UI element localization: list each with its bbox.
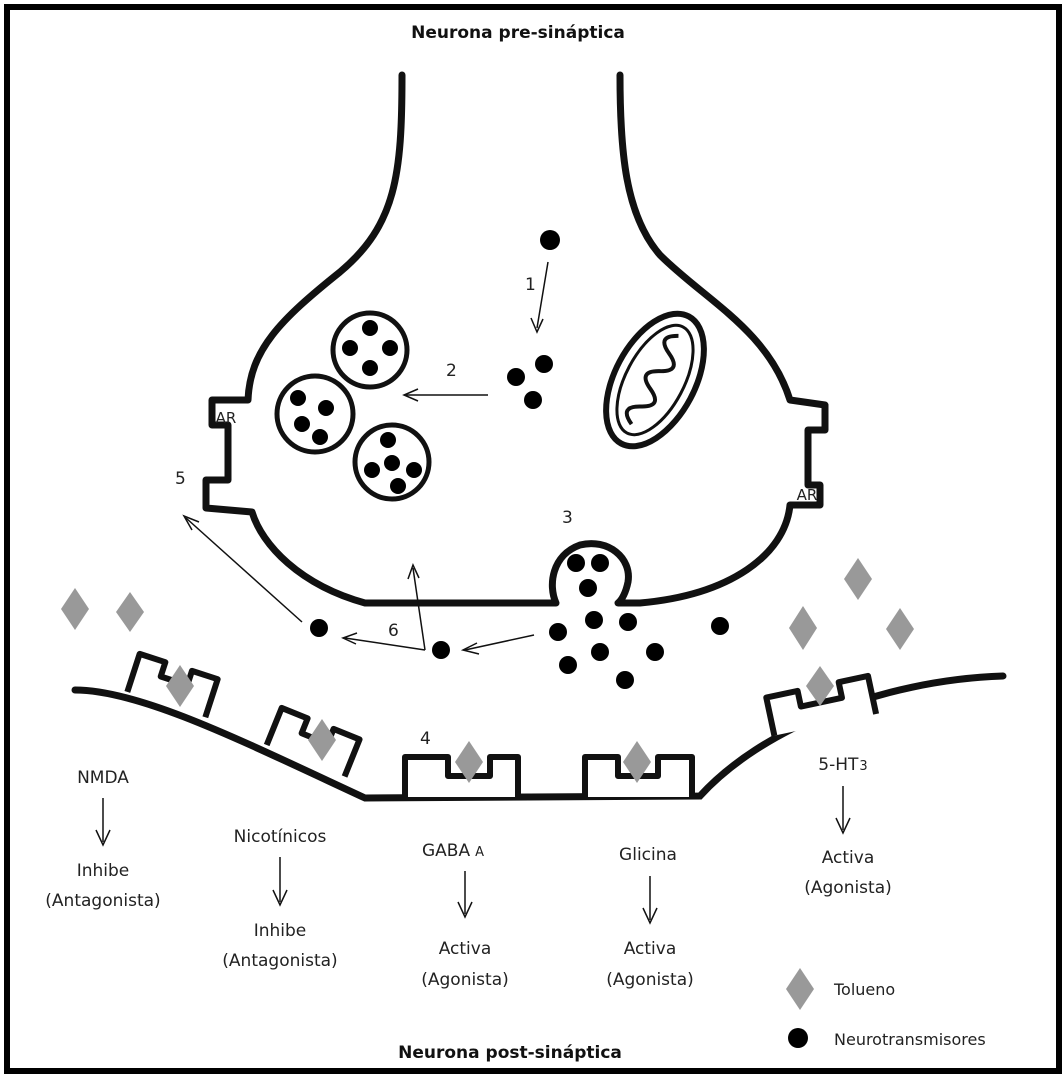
neurotransmitter-dot (591, 554, 609, 572)
vesicle (333, 313, 407, 387)
receptor-type: (Antagonista) (222, 951, 337, 971)
legend-toluene-label: Tolueno (833, 980, 895, 999)
svg-text:5-HT3: 5-HT3 (818, 755, 867, 775)
receptor-type: (Agonista) (606, 970, 694, 990)
released-neurotransmitters (310, 611, 729, 689)
receptor-effect-5ht3: 5-HT3 Activa (Agonista) (804, 755, 892, 898)
step-4-label: 4 (420, 729, 431, 749)
neurotransmitter-legend-icon (788, 1028, 808, 1048)
reuptake-arrow (465, 635, 534, 650)
presynaptic-terminal (206, 75, 825, 603)
receptor-effect: Inhibe (77, 861, 130, 881)
receptor-name: Glicina (619, 845, 677, 865)
mitochondrion (586, 298, 724, 463)
step-3-label: 3 (562, 508, 573, 528)
receptor-subscript: A (475, 845, 484, 860)
receptor-effect-nicotinic: Nicotínicos Inhibe (Antagonista) (222, 827, 337, 971)
legend-neurotransmitter-label: Neurotransmisores (834, 1030, 986, 1049)
vesicle (355, 425, 429, 499)
postsynaptic-title: Neurona post-sináptica (398, 1043, 622, 1063)
toluene-legend-icon (786, 968, 814, 1010)
step-1-label: 1 (525, 275, 536, 295)
receptor-effect: Activa (822, 848, 875, 868)
receptor-subscript: 3 (859, 759, 867, 774)
receptor-type: (Antagonista) (45, 891, 160, 911)
legend: Tolueno Neurotransmisores (786, 968, 986, 1049)
synthesis-arrow (537, 262, 548, 328)
neurotransmitter-dot (535, 355, 553, 373)
receptor-effect-gaba: GABA A Activa (Agonista) (421, 841, 509, 990)
receptor-effect: Inhibe (254, 921, 307, 941)
autoreceptor-arrow (186, 518, 302, 622)
receptor-name: Nicotínicos (234, 827, 327, 847)
neurotransmitter-dot (507, 368, 525, 386)
step-2-label: 2 (446, 361, 457, 381)
neurotransmitter-dot (579, 579, 597, 597)
autoreceptor-right-label: AR (797, 486, 818, 504)
presynaptic-title: Neurona pre-sináptica (411, 23, 625, 43)
neurotransmitter-dot (567, 554, 585, 572)
neurotransmitter-dot (540, 230, 560, 250)
receptor-type: (Agonista) (421, 970, 509, 990)
receptor-effect: Activa (624, 939, 677, 959)
receptor-name: NMDA (77, 768, 129, 788)
receptor-effect: Activa (439, 939, 492, 959)
receptor-type: (Agonista) (804, 878, 892, 898)
neurotransmitter-dot (524, 391, 542, 409)
receptor-effect-glycine: Glicina Activa (Agonista) (606, 845, 694, 990)
autoreceptor-left-label: AR (216, 409, 237, 427)
step-6-label: 6 (388, 621, 399, 641)
receptor-name: GABA (422, 841, 470, 861)
receptor-name: 5-HT (818, 755, 859, 775)
vesicle (277, 376, 353, 452)
receptor-effect-nmda: NMDA Inhibe (Antagonista) (45, 768, 160, 911)
step-5-label: 5 (175, 469, 186, 489)
